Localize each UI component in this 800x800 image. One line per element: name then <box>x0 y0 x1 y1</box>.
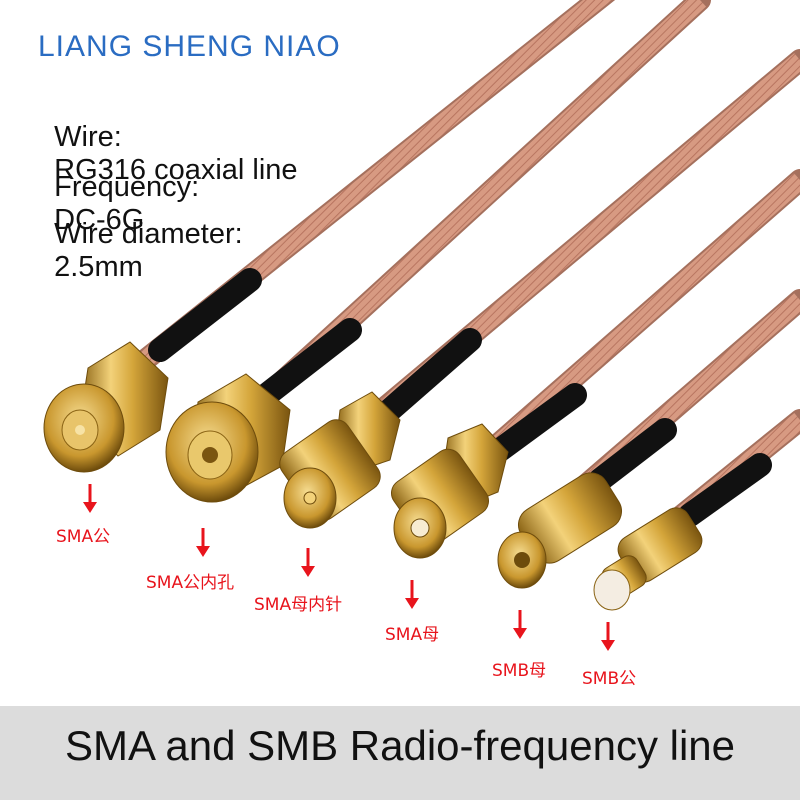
cable-3 <box>359 49 800 431</box>
connector-sma-male-rp <box>165 373 291 503</box>
brand-title: LIANG SHENG NIAO <box>38 30 341 63</box>
connector-label: SMA母 <box>385 625 440 645</box>
connector-sma-female-rp <box>279 391 401 529</box>
arrow-down-icon <box>196 528 210 557</box>
arrow-down-icon <box>405 580 419 609</box>
connector-smb-male <box>593 507 703 611</box>
cable-4 <box>469 169 800 471</box>
footer-title: SMA and SMB Radio-frequency line <box>64 722 735 769</box>
spec-frequency-label: Frequency: <box>54 171 200 203</box>
footer-banner: SMA and SMB Radio-frequency line <box>0 706 800 800</box>
connector-label: SMA公内孔 <box>146 573 235 593</box>
spec-wire-label: Wire: <box>54 121 122 153</box>
spec-wire: Wire: RG316 coaxial line <box>38 88 298 187</box>
connector-sma-male <box>43 341 169 473</box>
arrow-down-icon <box>513 610 527 639</box>
spec-frequency-value: DC-6G <box>54 204 145 236</box>
spec-diameter-value: 2.5mm <box>54 251 143 283</box>
connector-label: SMB公 <box>582 669 637 689</box>
connector-sma-female <box>391 423 509 559</box>
spec-diameter-label: Wire diameter: <box>54 218 243 250</box>
cable-6 <box>659 409 800 536</box>
arrow-down-icon <box>601 622 615 651</box>
connector-label: SMA公 <box>56 527 111 547</box>
connector-smb-female <box>497 472 622 589</box>
cable-5 <box>569 289 800 501</box>
spec-diameter: Wire diameter: 2.5mm <box>38 185 251 284</box>
cable-2 <box>229 0 711 431</box>
cable-1 <box>109 0 616 391</box>
spec-frequency: Frequency: DC-6G <box>38 138 207 237</box>
arrow-down-icon <box>83 484 97 513</box>
connector-label: SMA母内针 <box>254 595 343 615</box>
connector-label: SMB母 <box>492 661 547 681</box>
arrow-down-icon <box>301 548 315 577</box>
spec-wire-value: RG316 coaxial line <box>54 154 298 186</box>
